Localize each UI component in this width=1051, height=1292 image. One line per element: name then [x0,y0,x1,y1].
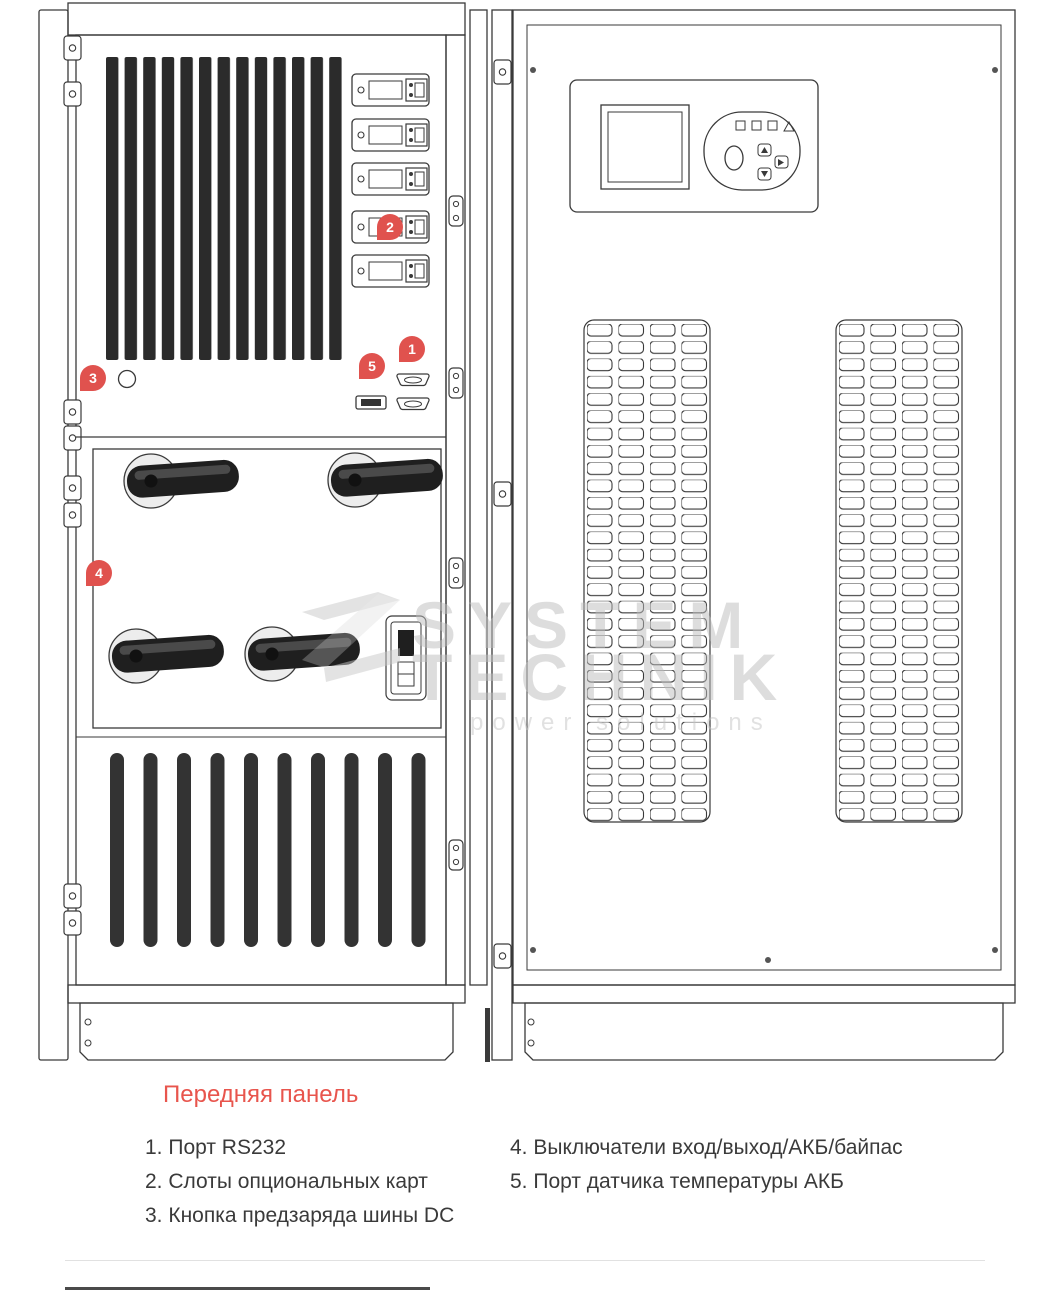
callout-number: 1 [408,341,416,357]
watermark-logo [324,648,400,682]
up-button [757,143,772,157]
hinge [63,910,82,936]
screw [530,947,536,953]
callout-marker-1: 1 [399,336,425,362]
left-cabinet [38,2,488,1061]
left-side-wall [38,9,69,1061]
right-cabinet-base [512,984,1016,1061]
hinge [493,943,512,969]
battery-temp-port [355,395,387,410]
hinge [63,883,82,909]
circuit-breaker [385,615,427,701]
watermark-line2: TECHNIK [412,640,789,714]
callout-marker-5: 5 [359,353,385,379]
latch [448,557,464,589]
legend-item-1: 1. Порт RS232 [145,1136,287,1159]
screw [992,947,998,953]
hinge [63,35,82,61]
callout-marker-4: 4 [86,560,112,586]
hinge [493,59,512,85]
lcd-display [600,104,690,190]
divider-line [65,1260,985,1261]
breaker-panel [92,448,442,729]
dc-precharge-button [117,369,137,389]
heatsink-vents [105,56,343,361]
watermark-line1: SYSTEM [412,588,755,662]
down-button [757,167,772,181]
callout-number: 4 [95,565,103,581]
control-buttons [703,111,801,191]
screw [530,67,536,73]
legend-item-3: 3. Кнопка предзаряда шины DC [145,1204,455,1227]
right-cabinet [491,9,1016,1061]
callout-marker-3: 3 [80,365,106,391]
hinge [63,81,82,107]
right-side-wall [469,9,488,986]
vent-grille-right [835,319,963,823]
hinge [63,425,82,451]
latch [448,367,464,399]
option-card-slot [351,118,430,152]
screw [992,67,998,73]
hinge [63,475,82,501]
rotary-switch-battery [108,628,226,684]
legend-item-4: 4. Выключатели вход/выход/АКБ/байпас [510,1136,903,1159]
legend-item-5: 5. Порт датчика температуры АКБ [510,1170,844,1193]
callout-number: 3 [89,370,97,386]
legend-title: Передняя панель [163,1081,359,1108]
power-button [724,145,744,171]
legend-item-2: 2. Слоты опциональных карт [145,1170,428,1193]
enter-button [774,155,789,169]
ups-front-diagram: SYSTEM TECHNIK power solutions [38,2,1016,1062]
vent-grille-left [583,319,711,823]
callout-number: 2 [386,219,394,235]
callout-marker-2: 2 [377,214,403,240]
latch [448,195,464,227]
watermark-tagline: power solutions [470,709,772,736]
footer-line [65,1287,430,1290]
right-cabinet-side-wall [491,9,513,1061]
rotary-switch-output [327,452,445,508]
latch [448,839,464,871]
option-card-slot [351,73,430,107]
hinge [493,481,512,507]
rs232-port [396,373,430,387]
serial-port [396,397,430,411]
option-card-slots [351,73,430,288]
display-panel [569,79,819,213]
option-card-slot [351,162,430,196]
screw [765,957,771,963]
warning-icon [783,120,795,132]
hinge [63,502,82,528]
hinge [63,399,82,425]
watermark-logo [302,594,400,668]
left-cabinet-base [67,984,466,1061]
door-inner-border [526,24,1002,971]
bottom-vents [109,752,429,949]
rotary-switch-input [123,453,241,509]
option-card-slot [351,254,430,288]
base-gap-mark [485,1008,490,1062]
watermark-logo [302,592,400,620]
cabinet-top [67,2,466,36]
callout-number: 5 [368,358,376,374]
watermark: SYSTEM TECHNIK power solutions [302,588,789,736]
